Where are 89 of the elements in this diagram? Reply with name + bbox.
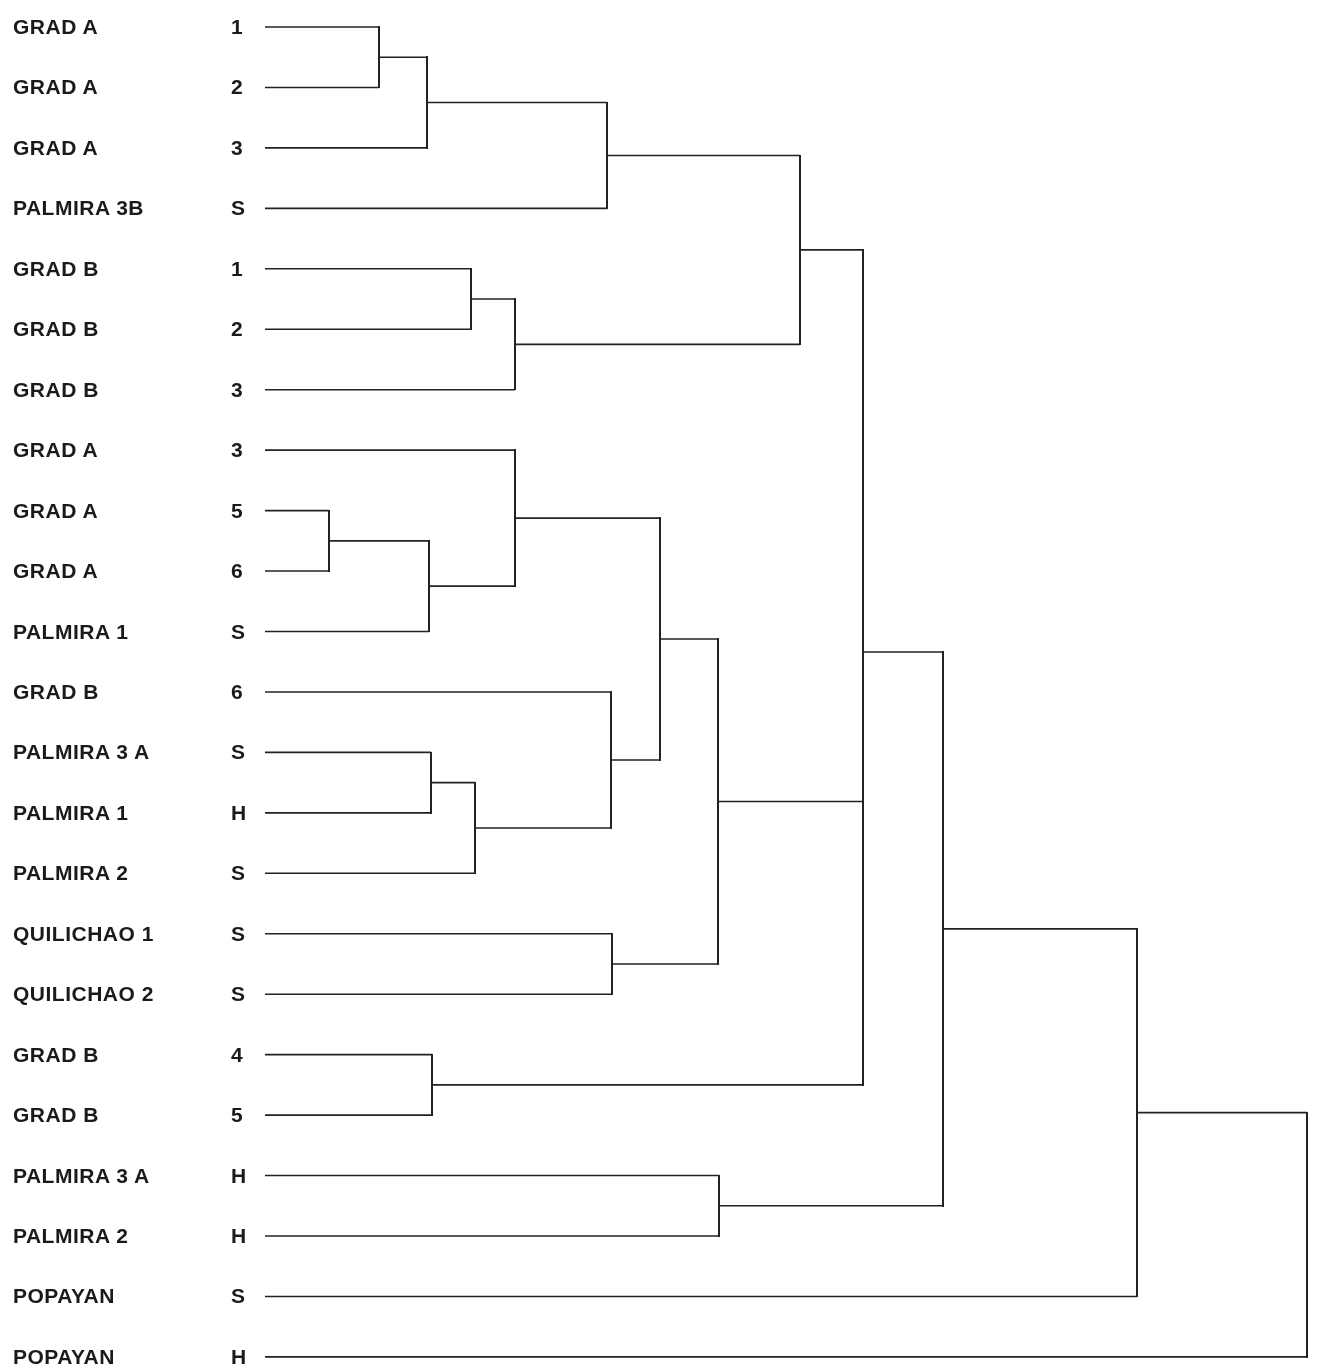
sample-name: PALMIRA 2 bbox=[13, 860, 129, 887]
sample-name: GRAD A bbox=[13, 74, 99, 101]
dendrogram-branch bbox=[264, 388, 516, 391]
sample-code: 1 bbox=[231, 255, 244, 282]
sample-code: S bbox=[231, 920, 246, 947]
dendrogram-branch bbox=[432, 1084, 864, 1086]
dendrogram-branch bbox=[264, 86, 380, 89]
sample-code: 5 bbox=[231, 1102, 244, 1129]
dendrogram-branch bbox=[379, 56, 428, 59]
sample-name: PALMIRA 1 bbox=[13, 799, 129, 826]
dendrogram-branch bbox=[264, 691, 612, 693]
sample-name: PALMIRA 3 A bbox=[13, 1162, 150, 1189]
sample-name: POPAYAN bbox=[13, 1283, 115, 1310]
sample-code: 3 bbox=[231, 134, 244, 161]
sample-name: GRAD A bbox=[13, 497, 99, 524]
sample-code: S bbox=[231, 1283, 246, 1310]
dendrogram-branch bbox=[264, 207, 608, 210]
sample-code: 2 bbox=[231, 316, 244, 343]
sample-code: 3 bbox=[231, 376, 244, 403]
sample-name: GRAD A bbox=[13, 437, 99, 464]
dendrogram-branch bbox=[429, 585, 516, 587]
sample-name: GRAD B bbox=[13, 678, 99, 705]
dendrogram-branch bbox=[264, 1295, 1138, 1298]
dendrogram-branch bbox=[515, 343, 801, 346]
sample-name: GRAD B bbox=[13, 1102, 99, 1129]
dendrogram-branch bbox=[264, 932, 613, 935]
dendrogram-branch bbox=[264, 1114, 433, 1116]
dendrogram-branch bbox=[431, 781, 476, 784]
dendrogram-branch bbox=[718, 800, 864, 803]
dendrogram-branch bbox=[264, 630, 430, 633]
dendrogram-branch bbox=[660, 638, 719, 640]
dendrogram-branch bbox=[264, 147, 428, 149]
sample-name: GRAD B bbox=[13, 316, 99, 343]
sample-code: 2 bbox=[231, 74, 244, 101]
dendrogram-branch bbox=[264, 268, 472, 270]
sample-code: S bbox=[231, 618, 246, 645]
dendrogram-branch bbox=[943, 928, 1138, 930]
sample-code: S bbox=[231, 195, 246, 222]
dendrogram-branch bbox=[264, 328, 472, 331]
sample-name: GRAD B bbox=[13, 255, 99, 282]
sample-name: GRAD B bbox=[13, 1041, 99, 1068]
dendrogram-branch bbox=[515, 517, 661, 519]
sample-name: GRAD A bbox=[13, 134, 99, 161]
dendrogram-branch bbox=[612, 963, 719, 965]
sample-code: H bbox=[231, 1343, 247, 1370]
sample-code: H bbox=[231, 1162, 247, 1189]
dendrogram-branch bbox=[264, 993, 613, 995]
dendrogram-branch bbox=[264, 1235, 720, 1237]
sample-name: QUILICHAO 2 bbox=[13, 981, 154, 1008]
sample-code: 6 bbox=[231, 678, 244, 705]
dendrogram-branch bbox=[264, 1174, 720, 1177]
sample-name: PALMIRA 3B bbox=[13, 195, 144, 222]
sample-name: PALMIRA 3 A bbox=[13, 739, 150, 766]
sample-code: 6 bbox=[231, 558, 244, 585]
sample-name: QUILICHAO 1 bbox=[13, 920, 154, 947]
dendrogram-branch bbox=[719, 1205, 944, 1207]
sample-name: POPAYAN bbox=[13, 1343, 115, 1370]
dendrogram-branch bbox=[264, 872, 476, 875]
dendrogram-branch bbox=[475, 827, 612, 829]
dendrogram-branch bbox=[800, 249, 864, 251]
dendrogram-branch bbox=[427, 101, 608, 104]
sample-code: 1 bbox=[231, 14, 244, 40]
sample-code: S bbox=[231, 739, 246, 766]
dendrogram-branch bbox=[863, 651, 944, 653]
dendrogram-branch bbox=[611, 759, 661, 761]
sample-code: 3 bbox=[231, 437, 244, 464]
dendrogram-branch bbox=[264, 812, 432, 814]
dendrogram-branch bbox=[471, 298, 516, 300]
dendrogram-branch bbox=[264, 751, 432, 754]
dendrogram-branch bbox=[264, 26, 380, 28]
sample-code: H bbox=[231, 1223, 247, 1249]
dendrogram-branch bbox=[264, 1356, 1308, 1358]
dendrogram-branch bbox=[1137, 1111, 1308, 1114]
dendrogram-branch bbox=[264, 570, 330, 572]
sample-name: GRAD A bbox=[13, 14, 99, 40]
dendrogram-branch bbox=[264, 1053, 433, 1056]
dendrogram-branch bbox=[329, 540, 430, 542]
dendrogram-branch bbox=[264, 509, 330, 512]
sample-code: H bbox=[231, 799, 247, 826]
sample-name: PALMIRA 2 bbox=[13, 1223, 129, 1249]
sample-name: PALMIRA 1 bbox=[13, 618, 129, 645]
sample-name: GRAD B bbox=[13, 376, 99, 403]
sample-name: GRAD A bbox=[13, 558, 99, 585]
sample-code: 4 bbox=[231, 1041, 244, 1068]
sample-code: S bbox=[231, 981, 246, 1008]
sample-code: S bbox=[231, 860, 246, 887]
dendrogram-branch bbox=[264, 449, 516, 451]
dendrogram-branch bbox=[607, 154, 801, 157]
sample-code: 5 bbox=[231, 497, 244, 524]
